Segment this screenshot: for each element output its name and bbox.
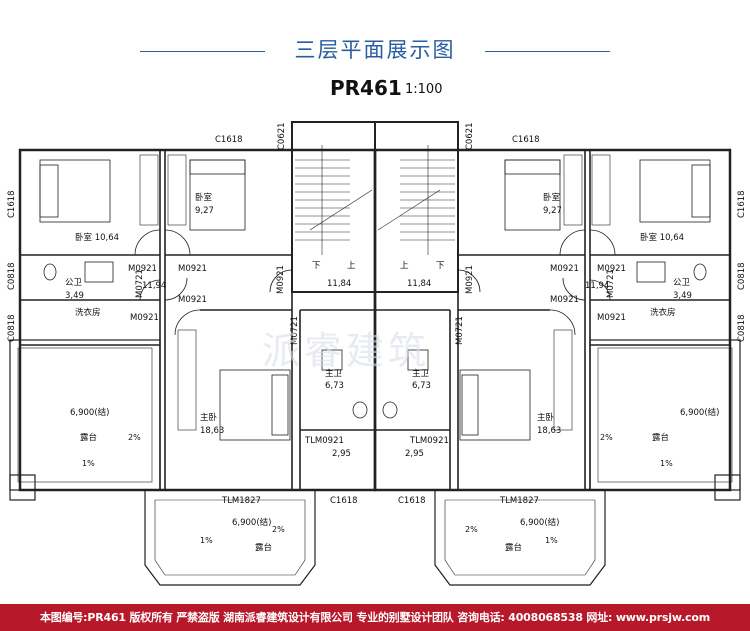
footer-text: 本图编号:PR461 版权所有 严禁盗版 湖南派睿建筑设计有限公司 专业的别墅设… xyxy=(39,611,711,624)
door-m0921-c-right: M0921 xyxy=(550,295,579,305)
terrace-label-left: 露台 xyxy=(80,432,97,443)
hall-area-right: 11,94 xyxy=(585,281,609,291)
door-tlm0921-left: TLM0921 xyxy=(304,436,344,446)
furniture-beds xyxy=(39,159,711,441)
terrace-label-right: 露台 xyxy=(652,432,669,443)
door-swings xyxy=(134,229,616,336)
terrace-left xyxy=(9,339,316,586)
room-bedroom-a-right: 卧室 10,64 xyxy=(640,232,684,243)
closet-area-left: 2,95 xyxy=(332,449,351,459)
room-bedroom-b-right-area: 9,27 xyxy=(543,206,562,216)
title-rule-left xyxy=(140,51,265,52)
slope2-bottom-right: 2% xyxy=(465,525,478,534)
window-c1618-side-left: C1618 xyxy=(7,190,17,218)
slope-bottom-right: 1% xyxy=(545,536,558,545)
door-m0921-a-right: M0921 xyxy=(550,264,579,274)
door-m0921-stair-left: M0921 xyxy=(276,265,286,294)
door-tlm1827-right: TLM1827 xyxy=(499,496,539,506)
room-bedroom-b-left-area: 9,27 xyxy=(195,206,214,216)
window-c0818-b-left: C0818 xyxy=(7,314,17,342)
room-master-left: 主卧 xyxy=(200,412,218,423)
window-c0818-a-left: C0818 xyxy=(7,262,17,290)
terrace-elev-right: 6,900(结) xyxy=(680,407,719,418)
stair-area-left: 11,84 xyxy=(327,279,351,289)
stair-treads xyxy=(295,145,455,255)
room-laundry-right: 洗衣房 xyxy=(650,307,676,318)
room-bathroom-right: 公卫 xyxy=(673,278,691,288)
slope2-bottom-left: 2% xyxy=(272,525,285,534)
door-m0721-b-left: M0721 xyxy=(290,316,300,345)
floor-plan-drawing: 卧室 10,64 卧室 10,64 卧室 9,27 卧室 9,27 公卫 3,4… xyxy=(7,121,747,586)
closet-area-right: 2,95 xyxy=(405,449,424,459)
interior-walls-right xyxy=(375,150,730,490)
window-c1618-bottom-left: C1618 xyxy=(330,496,358,506)
slope2-left: 2% xyxy=(128,433,141,442)
plan-scale: 1:100 xyxy=(405,82,443,97)
slope-bottom-left: 1% xyxy=(200,536,213,545)
room-bathroom-left: 公卫 xyxy=(65,278,83,288)
door-tlm1827-left: TLM1827 xyxy=(221,496,261,506)
room-masterbath-left: 主卫 xyxy=(325,368,343,379)
stair-up-left: 上 xyxy=(347,261,356,271)
door-m0921-c-left: M0921 xyxy=(178,295,207,305)
terrace-label-bottom-right: 露台 xyxy=(505,542,522,553)
window-c0621-left: C0621 xyxy=(277,122,287,150)
stair-area-right: 11,84 xyxy=(407,279,431,289)
room-bedroom-b-right: 卧室 xyxy=(543,192,561,203)
room-master-left-area: 18,63 xyxy=(200,426,224,436)
terrace-label-bottom-left: 露台 xyxy=(255,542,272,553)
slope2-right: 2% xyxy=(600,433,613,442)
window-c0621-right: C0621 xyxy=(465,122,475,150)
furniture-bath xyxy=(43,261,707,419)
room-masterbath-right: 主卫 xyxy=(412,368,430,379)
stair-down-left: 下 xyxy=(312,261,321,271)
window-c0818-a-right: C0818 xyxy=(737,262,747,290)
door-m0921-b-right: M0921 xyxy=(597,264,626,274)
stair-wall-right xyxy=(374,121,459,293)
stair-wall-left xyxy=(291,121,376,293)
window-c1618-side-right: C1618 xyxy=(737,190,747,218)
watermark: 派睿建筑 xyxy=(262,329,431,373)
slope-left: 1% xyxy=(82,459,95,468)
window-c0818-b-right: C0818 xyxy=(737,314,747,342)
room-master-right: 主卧 xyxy=(537,412,555,423)
window-c1618-left: C1618 xyxy=(215,135,243,145)
furniture-wardrobes xyxy=(139,154,611,431)
door-m0921-b-left: M0921 xyxy=(178,264,207,274)
room-master-right-area: 18,63 xyxy=(537,426,561,436)
door-m0721-a-right: M0721 xyxy=(606,269,616,298)
stair-up-right: 上 xyxy=(400,261,409,271)
door-m0921-stair-right: M0921 xyxy=(465,265,475,294)
door-tlm0921-right: TLM0921 xyxy=(409,436,449,446)
plan-code: PR461 xyxy=(330,76,402,100)
page-title: 三层平面展示图 xyxy=(294,38,456,62)
slope-right: 1% xyxy=(660,459,673,468)
door-m0721-a-left: M0721 xyxy=(135,269,145,298)
hall-area-left: 11,94 xyxy=(142,281,166,291)
stair-down-right: 下 xyxy=(436,261,445,271)
door-m0921-d-right: M0921 xyxy=(597,313,626,323)
door-m0921-a-left: M0921 xyxy=(128,264,157,274)
terrace-right xyxy=(434,339,741,586)
door-m0721-b-right: M0721 xyxy=(455,316,465,345)
terrace-elev-bottom-right: 6,900(结) xyxy=(520,517,559,528)
window-c1618-right: C1618 xyxy=(512,135,540,145)
door-m0921-d-left: M0921 xyxy=(130,313,159,323)
terrace-elev-left: 6,900(结) xyxy=(70,407,109,418)
room-bathroom-left-area: 3,49 xyxy=(65,291,84,301)
room-laundry-left: 洗衣房 xyxy=(75,307,101,318)
window-c1618-bottom-right: C1618 xyxy=(398,496,426,506)
room-bedroom-b-left: 卧室 xyxy=(195,192,213,203)
title-rule-right xyxy=(485,51,610,52)
room-bathroom-right-area: 3,49 xyxy=(673,291,692,301)
room-bedroom-a-left: 卧室 10,64 xyxy=(75,232,119,243)
terrace-elev-bottom-left: 6,900(结) xyxy=(232,517,271,528)
room-masterbath-left-area: 6,73 xyxy=(325,381,344,391)
footer-bar xyxy=(0,604,750,631)
room-masterbath-right-area: 6,73 xyxy=(412,381,431,391)
